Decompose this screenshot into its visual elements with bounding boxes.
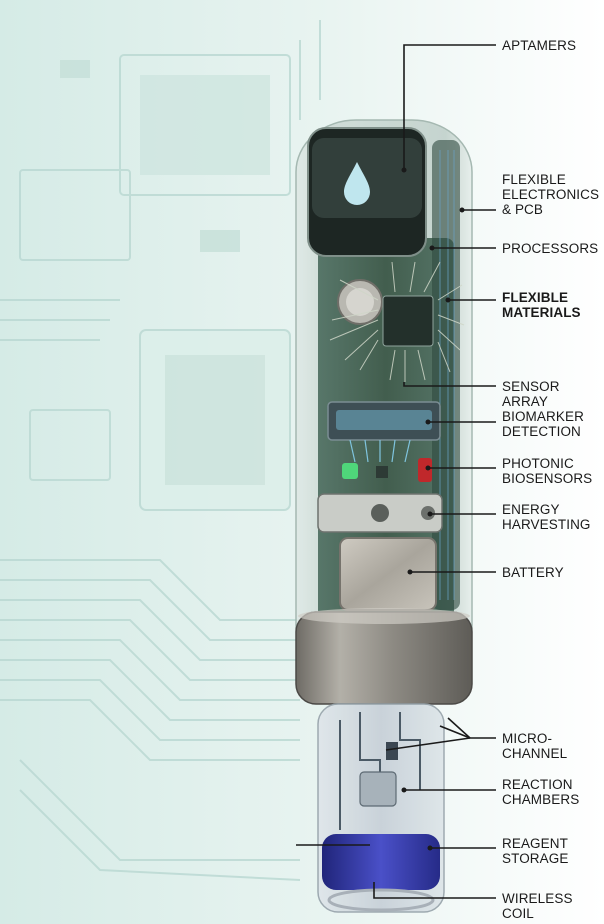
label-reagent-storage: REAGENT STORAGE <box>502 836 569 866</box>
label-energy-harvesting: ENERGY HARVESTING <box>502 502 591 532</box>
battery-cell <box>339 537 437 611</box>
leader-dots <box>401 167 465 851</box>
label-biomarker-detection: BIOMARKER DETECTION <box>502 409 584 439</box>
circuit-board-pattern <box>0 20 321 881</box>
label-reaction-chambers: REACTION CHAMBERS <box>502 777 580 807</box>
label-flexible-materials: FLEXIBLE MATERIALS <box>502 290 581 320</box>
label-sensor-array: SENSOR ARRAY <box>502 379 560 409</box>
photonic-green <box>342 463 358 479</box>
photonic-red <box>418 458 432 482</box>
label-photonic-biosensors: PHOTONIC BIOSENSORS <box>502 456 593 486</box>
label-aptamers: APTAMERS <box>502 38 577 53</box>
label-micro-channel: MICRO-CHANNEL <box>502 731 568 761</box>
reagent-storage <box>322 834 440 890</box>
metal-collar <box>295 611 473 705</box>
processor-chip <box>382 295 434 347</box>
wireless-coil <box>327 888 435 912</box>
droplet-icon <box>344 162 370 205</box>
label-flexible-electronics: FLEXIBLE ELECTRONICS & PCB <box>502 172 600 217</box>
label-battery: BATTERY <box>502 565 564 580</box>
label-processors: PROCESSORS <box>502 241 599 256</box>
reaction-chamber <box>359 771 397 807</box>
leader-lines <box>296 44 496 899</box>
label-wireless-coil: WIRELESS COIL <box>502 891 573 921</box>
